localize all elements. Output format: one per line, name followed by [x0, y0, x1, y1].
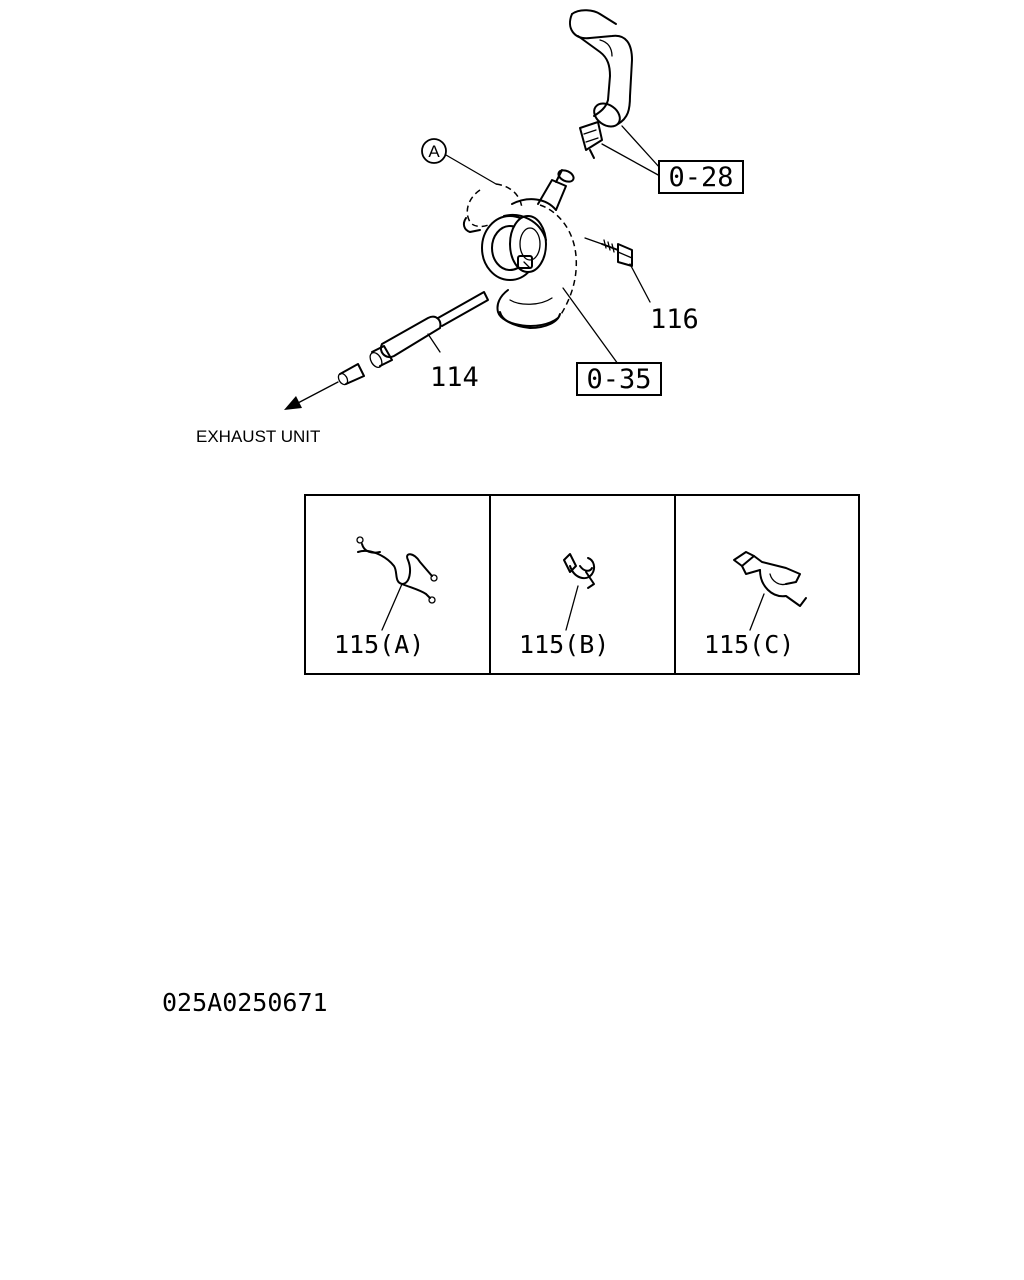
bolt-116-drawing: [584, 237, 633, 267]
clamp-table: [304, 494, 860, 675]
ref-box-0-35: 0-35: [576, 362, 662, 396]
valve-body-drawing: [481, 169, 578, 329]
exhaust-arrow: [284, 381, 339, 410]
drawing-number: 025A0250671: [162, 988, 328, 1017]
clamp-b-drawing: [563, 553, 596, 589]
ref-label-0-28: 0-28: [668, 162, 733, 193]
part-label-114: 114: [430, 362, 479, 393]
callout-a-label: A: [428, 142, 440, 161]
hose-clamp-drawing: [579, 121, 603, 159]
exhaust-unit-label: EXHAUST UNIT: [196, 427, 320, 446]
clamp-c-drawing: [733, 551, 807, 607]
clamp-label-115a: 115(A): [334, 630, 424, 659]
clamp-label-115b: 115(B): [519, 630, 609, 659]
pipe-114-drawing: [337, 291, 489, 386]
clamp-label-115c: 115(C): [704, 630, 794, 659]
dashed-clamp-drawing: [462, 183, 523, 233]
ref-box-0-28: 0-28: [658, 160, 744, 194]
callout-a: A: [421, 138, 497, 185]
ref-label-0-35: 0-35: [586, 364, 651, 395]
hose-drawing: [569, 9, 633, 128]
part-label-116: 116: [650, 304, 699, 335]
